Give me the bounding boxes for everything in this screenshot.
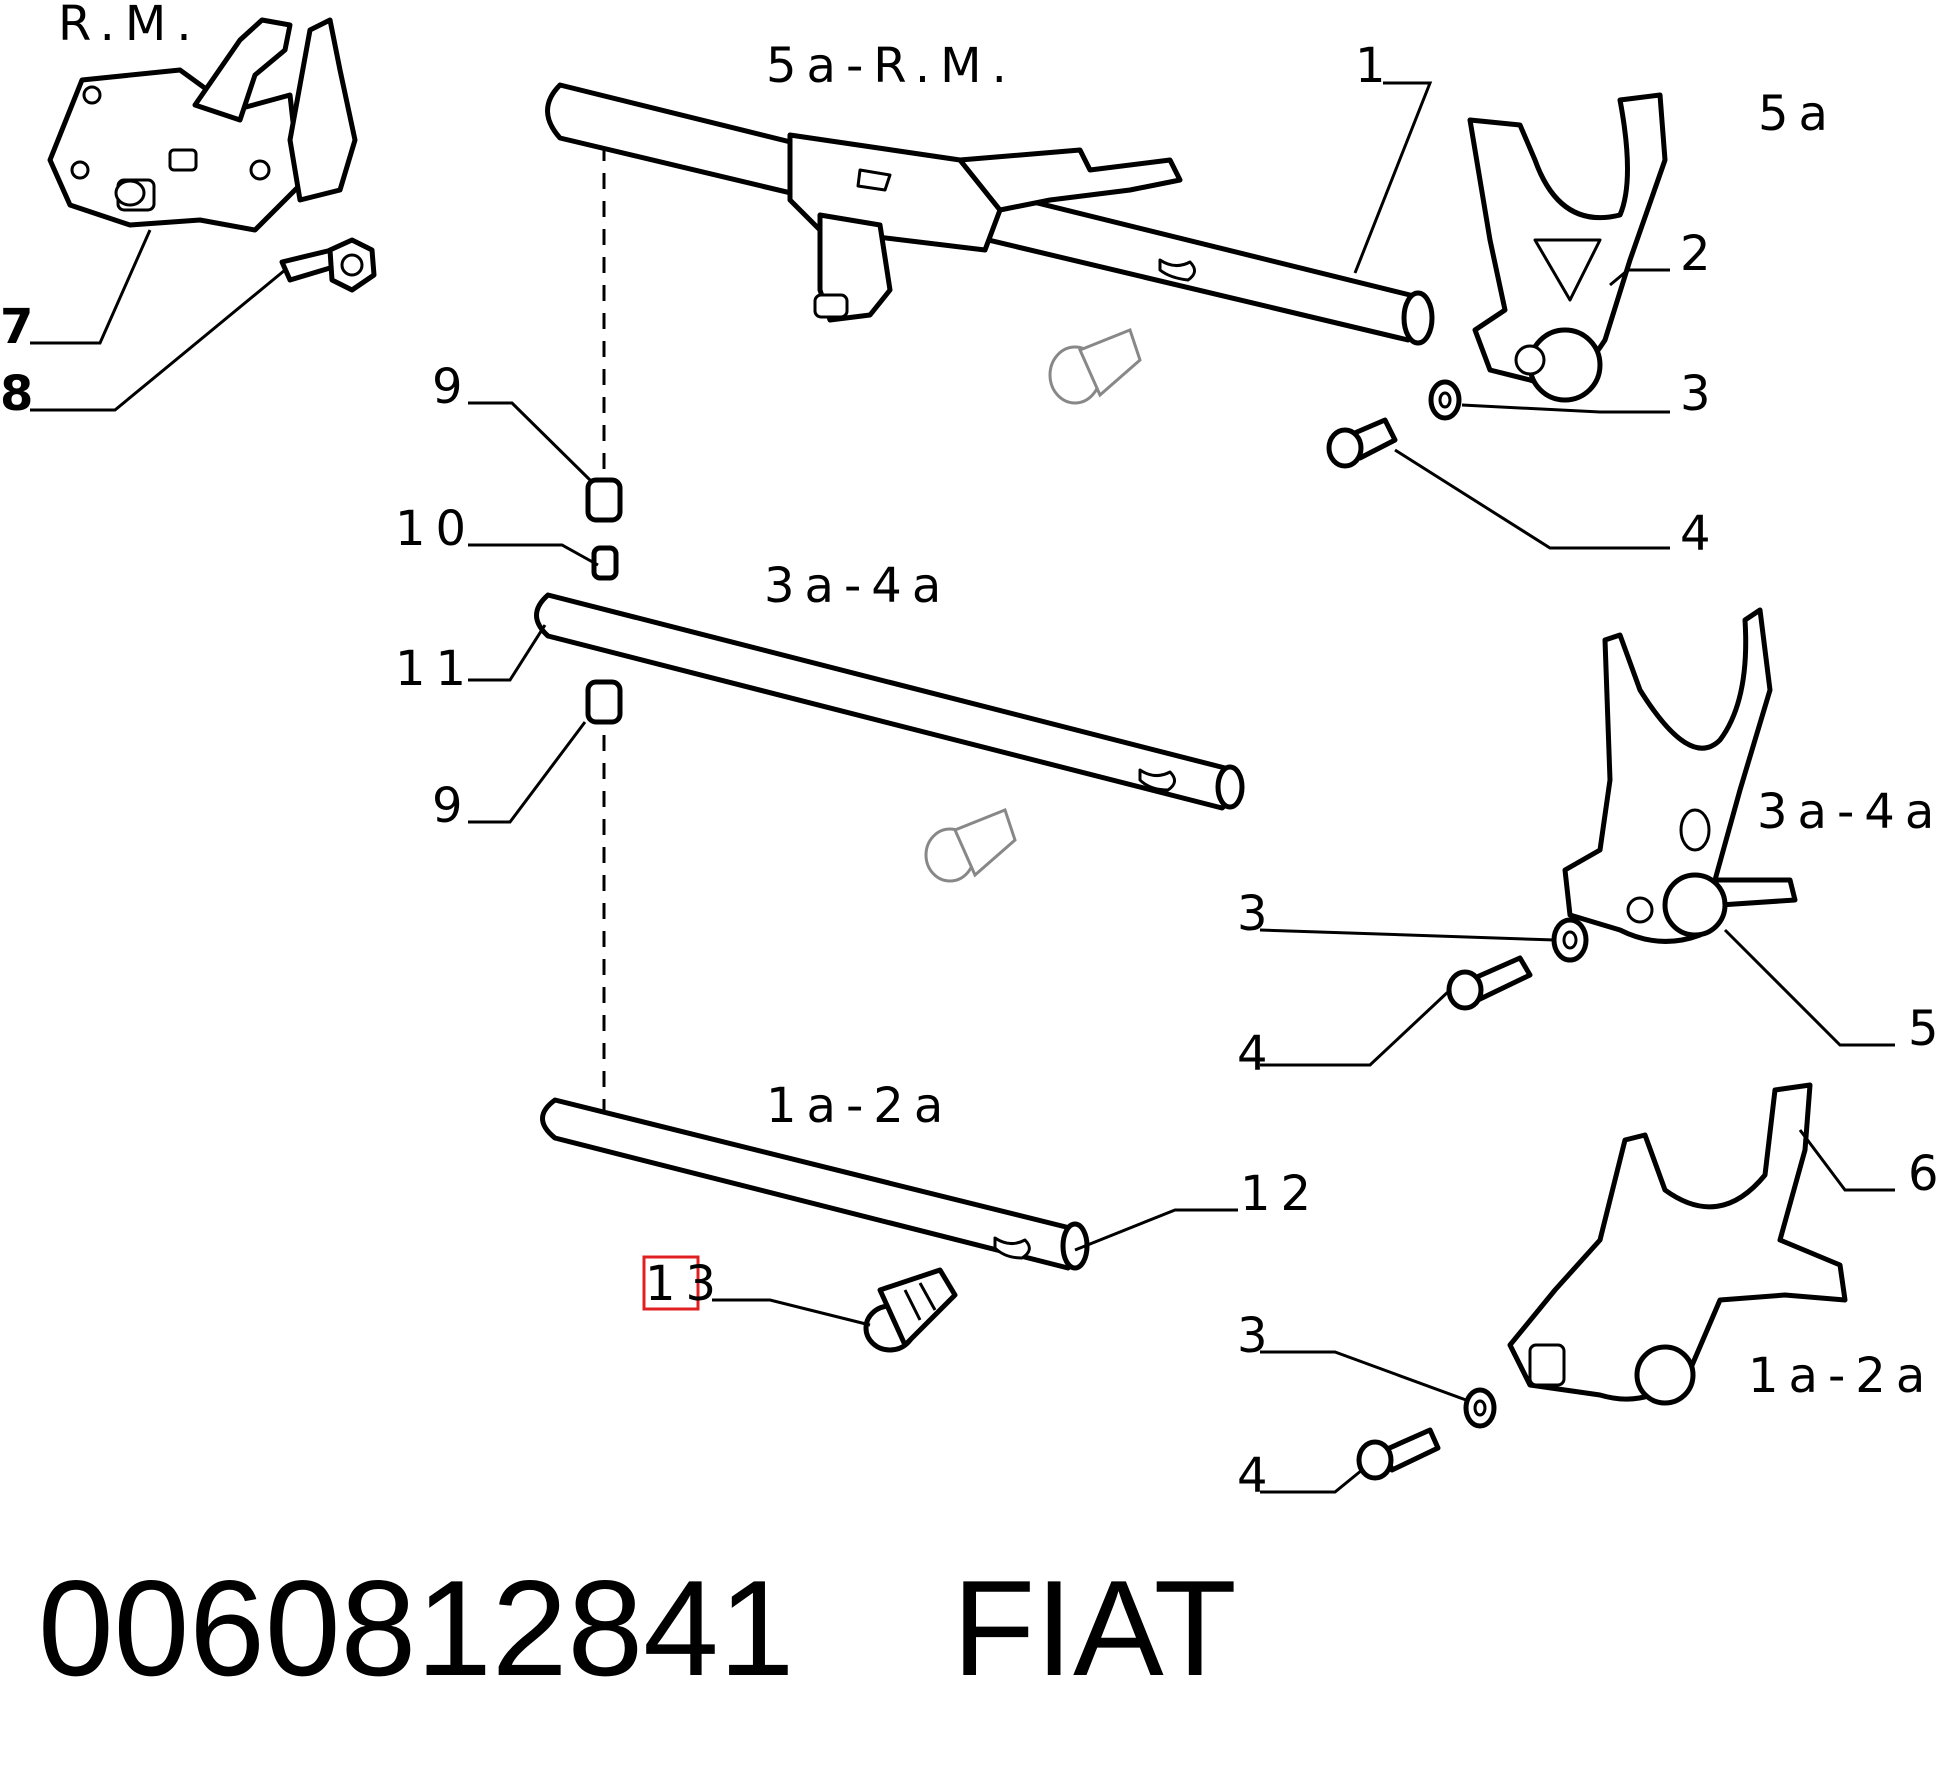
callout-9-lower: 9 [432,778,473,834]
detent-spring-13[interactable] [863,1267,958,1353]
pin-9-upper[interactable] [585,477,623,523]
label-fork-3a-4a: 3a-4a [1757,784,1937,840]
callout-10: 10 [395,501,476,557]
callout-2: 2 [1680,226,1721,282]
washer-3-top[interactable] [1428,379,1462,421]
label-shaft-3a-4a: 3a-4a [764,558,951,614]
callout-7: 7 [0,299,33,355]
part-number: 0060812841 [38,1552,795,1704]
fork-3a-4a[interactable] [1562,607,1798,944]
shaft-5a-rm[interactable] [545,82,1435,346]
callout-13: 13 [645,1256,726,1312]
washer-3-middle[interactable] [1551,917,1589,963]
label-rm-top: R.M. [58,0,202,52]
part-number-caption: 0060812841 FIAT [38,1560,1237,1696]
callout-4-bottom: 4 [1237,1448,1278,1504]
callout-4-middle: 4 [1237,1026,1278,1082]
bolt-4-middle[interactable] [1446,955,1533,1011]
callout-3-top: 3 [1680,366,1721,422]
shaft-3a-4a[interactable] [534,592,1245,811]
label-shaft-1a-2a: 1a-2a [766,1078,953,1134]
bolt-4-bottom[interactable] [1356,1427,1441,1481]
callout-11: 11 [395,641,476,697]
rm-fork-assembly[interactable] [47,17,358,233]
callout-8: 8 [0,366,33,422]
pin-9-lower[interactable] [585,679,623,725]
diagram-labels: R.M. 5a-R.M. 5a 3a-4a 3a-4a 1a-2a 1a-2a … [0,0,1937,1504]
callout-3-middle: 3 [1237,886,1278,942]
callout-9-upper: 9 [432,359,473,415]
fork-1a-2a[interactable] [1507,1082,1848,1406]
bolt-8[interactable] [279,237,377,293]
detent-spring-ghost-middle [924,808,1017,883]
detent-spring-ghost-upper [1048,328,1142,405]
callout-1: 1 [1355,38,1396,94]
callout-3-bottom: 3 [1237,1308,1278,1364]
fork-5a[interactable] [1467,92,1668,403]
callout-5: 5 [1908,1001,1937,1057]
leader-lines [30,81,1895,1494]
brand-name: FIAT [952,1552,1237,1704]
callout-6: 6 [1908,1146,1937,1202]
label-shaft-5a-rm: 5a-R.M. [766,38,1017,94]
highlight-box-13[interactable] [642,1255,700,1311]
callout-12: 12 [1240,1166,1321,1222]
callout-4-top: 4 [1680,506,1721,562]
bolt-4-top[interactable] [1326,417,1398,469]
label-fork-5a: 5a [1758,86,1838,142]
label-fork-1a-2a: 1a-2a [1748,1348,1935,1404]
shaft-1a-2a[interactable] [540,1097,1090,1271]
washer-3-bottom[interactable] [1463,1387,1497,1429]
